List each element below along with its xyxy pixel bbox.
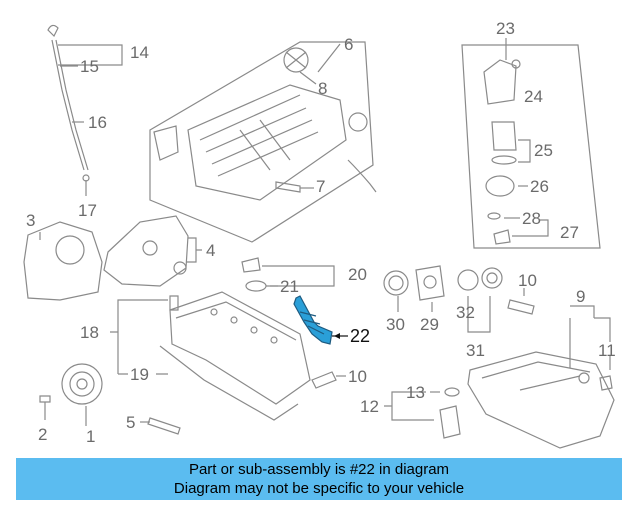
parts-diagram xyxy=(23,24,615,449)
callout-4: 4 xyxy=(206,241,216,260)
part-12-sensor xyxy=(439,405,461,439)
callout-31: 31 xyxy=(466,341,485,360)
leader-31 xyxy=(467,296,491,333)
part-30-seal xyxy=(383,270,409,296)
leader-27 xyxy=(512,219,549,237)
part-20-plug xyxy=(241,257,261,273)
callout-10-upper: 10 xyxy=(518,271,537,290)
oil-filter-element xyxy=(491,121,517,151)
callout-17: 17 xyxy=(78,201,97,220)
part-18-bolt xyxy=(169,295,179,311)
oil-filter-panel xyxy=(461,44,601,249)
front-housing xyxy=(103,215,189,287)
callout-20: 20 xyxy=(348,265,367,284)
throttle-cap xyxy=(283,47,309,73)
callout-22: 22 xyxy=(350,326,371,346)
callout-6: 6 xyxy=(344,35,354,54)
callout-11: 11 xyxy=(598,341,616,360)
leader-14 xyxy=(58,44,123,66)
leader-20 xyxy=(262,265,335,287)
callout-8: 8 xyxy=(318,79,328,98)
banner-line-1: Part or sub-assembly is #22 in diagram xyxy=(188,461,450,478)
part-10-upper xyxy=(507,299,535,315)
callout-2: 2 xyxy=(38,425,48,444)
callout-32: 32 xyxy=(456,303,475,322)
info-banner: Part or sub-assembly is #22 in diagram D… xyxy=(16,458,622,500)
callout-30: 30 xyxy=(386,315,405,334)
callout-5: 5 xyxy=(126,413,136,432)
highlight-fill xyxy=(293,295,333,345)
callout-19: 19 xyxy=(130,365,149,384)
callout-7: 7 xyxy=(316,177,326,196)
leader-6 xyxy=(317,43,341,73)
oil-pan xyxy=(467,351,615,449)
part-32-seal xyxy=(457,269,479,291)
timing-cover xyxy=(23,221,103,301)
part-10-lower xyxy=(311,371,337,389)
bolt-2 xyxy=(39,395,51,420)
part-11-plug xyxy=(599,375,613,391)
intake-manifold xyxy=(187,84,347,201)
callout-25: 25 xyxy=(534,141,553,160)
callout-12: 12 xyxy=(360,397,379,416)
leader-9 xyxy=(569,305,611,368)
leader-25 xyxy=(518,139,531,163)
callout-26: 26 xyxy=(530,177,549,196)
callout-21: 21 xyxy=(280,277,299,296)
intake-manifold-panel xyxy=(149,41,374,243)
oil-filter-housing xyxy=(483,59,517,105)
callout-24: 24 xyxy=(524,87,543,106)
breather-hose-22 xyxy=(293,295,348,345)
callout-16: 16 xyxy=(88,113,107,132)
callout-3: 3 xyxy=(26,211,36,230)
leader-8 xyxy=(299,71,317,85)
callout-27: 27 xyxy=(560,223,579,242)
callout-14: 14 xyxy=(130,43,149,62)
banner-line-2: Diagram may not be specific to your vehi… xyxy=(173,480,465,497)
part-29-housing xyxy=(415,265,445,301)
callout-10-lower: 10 xyxy=(348,367,367,386)
leader-4 xyxy=(186,237,202,263)
leader-12 xyxy=(384,391,434,421)
callout-18: 18 xyxy=(80,323,99,342)
callout-29: 29 xyxy=(420,315,439,334)
leader-18 xyxy=(110,299,168,374)
callout-28: 28 xyxy=(522,209,541,228)
callout-15: 15 xyxy=(80,57,99,76)
callout-9: 9 xyxy=(576,287,586,306)
dipstick xyxy=(47,24,90,182)
callout-23: 23 xyxy=(496,19,515,38)
sensor-7 xyxy=(275,181,301,193)
callout-13: 13 xyxy=(406,383,425,402)
part-5-pin xyxy=(147,417,181,435)
callout-1: 1 xyxy=(86,427,96,446)
valve-cover xyxy=(159,291,311,421)
crank-pulley xyxy=(61,363,103,405)
